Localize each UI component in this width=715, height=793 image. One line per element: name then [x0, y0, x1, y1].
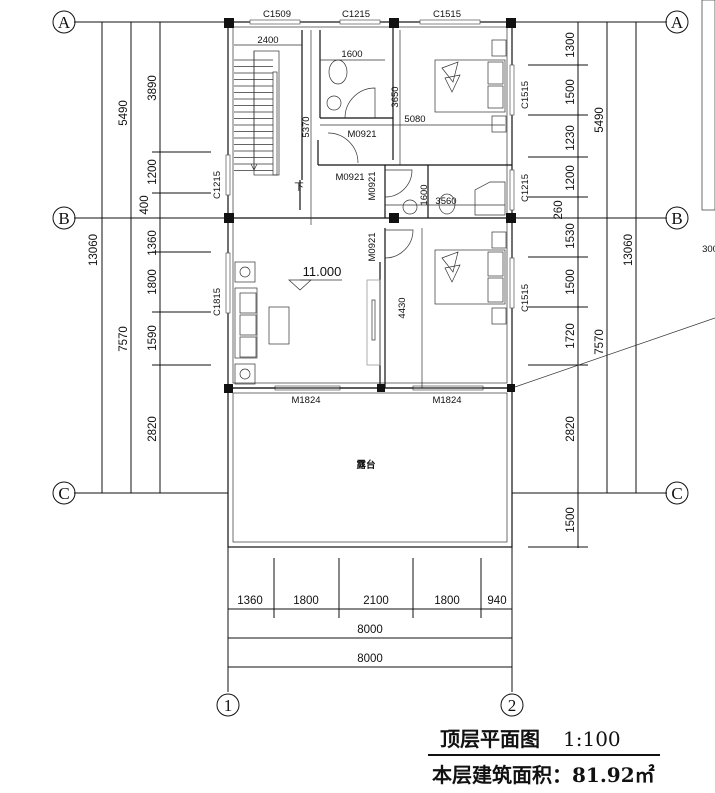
- dim-left-400: 400: [139, 195, 151, 214]
- window-label-c1515-top: C1515: [433, 9, 461, 20]
- dim-left-1360: 1360: [147, 230, 159, 256]
- bed-1: [434, 39, 507, 133]
- door-label-bed2: M0921: [367, 232, 378, 261]
- dim-right-1300: 1300: [565, 32, 577, 58]
- elevation-label: 11.000: [303, 264, 342, 279]
- axis-bubble-2: 2: [500, 693, 524, 717]
- stair-down-label: 下: [294, 182, 304, 193]
- dim-right-1530: 1530: [565, 223, 577, 249]
- bottom-dimension-lines: [228, 558, 512, 668]
- dim-bottom-1360: 1360: [237, 595, 263, 607]
- door-label-stair: M0921: [335, 172, 364, 183]
- drawing-title: 顶层平面图: [440, 727, 540, 751]
- axis-lines: [74, 21, 667, 692]
- axis-bubble-1: 1: [216, 693, 240, 717]
- dim-right-1230: 1230: [565, 125, 577, 151]
- dim-left-1590: 1590: [147, 325, 159, 351]
- svg-text:2: 2: [508, 696, 517, 715]
- dim-right-1500-c: 1500: [565, 507, 577, 533]
- drawing-scale: 1:100: [563, 727, 621, 751]
- dim-bed2-depth: 4430: [397, 297, 408, 318]
- living-furniture: [234, 261, 381, 385]
- staircase: [234, 50, 280, 176]
- bath-fixtures: [326, 59, 506, 216]
- terrace: [227, 387, 513, 548]
- dim-bottom-8000-total: 8000: [357, 653, 383, 665]
- window-label-c1215-right: C1215: [520, 174, 531, 202]
- svg-text:B: B: [58, 209, 69, 228]
- columns: [224, 18, 516, 393]
- dim-left-5490: 5490: [118, 100, 130, 126]
- dim-left-3890: 3890: [147, 75, 159, 101]
- dim-right-1500: 1500: [565, 79, 577, 105]
- terrace-label: 露台: [356, 459, 376, 471]
- axis-bubble-c-left: C: [52, 481, 76, 505]
- dim-right-300: 300: [702, 244, 715, 255]
- floor-area: 本层建筑面积：81.92㎡: [432, 763, 655, 787]
- dim-left-7570: 7570: [118, 326, 130, 352]
- dim-right-260: 260: [553, 200, 565, 219]
- dim-right-7570: 7570: [594, 329, 606, 355]
- dim-right-1200: 1200: [565, 165, 577, 191]
- doors: [327, 87, 414, 259]
- axis-bubble-b-right: B: [665, 206, 689, 230]
- svg-text:A: A: [671, 13, 684, 32]
- door-label-balcony-left: M1824: [291, 395, 320, 406]
- dim-bed1-depth: 3650: [390, 86, 401, 107]
- dim-bottom-1800-b: 1800: [434, 595, 460, 607]
- window-label-c1215-left: C1215: [212, 171, 223, 199]
- window-label-c1215-top: C1215: [342, 9, 370, 20]
- elevation-marker: [288, 279, 342, 291]
- window-label-c1509: C1509: [263, 9, 291, 20]
- dim-left-1200: 1200: [147, 159, 159, 185]
- dim-right-1500-b: 1500: [565, 269, 577, 295]
- svg-text:C: C: [671, 484, 682, 503]
- window-label-c1515-right-a: C1515: [520, 81, 531, 109]
- bed-2: [434, 231, 507, 325]
- door-label-bath1: M0921: [347, 129, 376, 140]
- axis-bubble-a-right: A: [665, 10, 689, 34]
- axis-bubble-b-left: B: [52, 206, 76, 230]
- dim-corridor-length: 5080: [404, 114, 425, 125]
- interior-dimension-lines: [234, 30, 505, 388]
- dim-bottom-2100: 2100: [363, 595, 389, 607]
- dim-stair-length: 5370: [301, 116, 312, 137]
- dim-bath1-width: 1600: [341, 49, 362, 60]
- dim-left-13060: 13060: [88, 234, 100, 266]
- dim-bottom-8000: 8000: [357, 624, 383, 636]
- left-dimension-lines: [101, 22, 211, 493]
- dim-right-1720: 1720: [565, 323, 577, 349]
- dim-left-1800: 1800: [147, 269, 159, 295]
- dim-bath2-depth: 1600: [419, 184, 430, 205]
- axis-bubble-c-right: C: [665, 481, 689, 505]
- door-label-bath2: M0921: [367, 171, 378, 200]
- dim-stair-width: 2400: [257, 35, 278, 46]
- right-dimension-lines: [511, 0, 715, 548]
- svg-text:1: 1: [224, 696, 233, 715]
- dim-bottom-940: 940: [487, 595, 506, 607]
- dim-bottom-1800: 1800: [293, 595, 319, 607]
- dim-left-2820: 2820: [147, 416, 159, 442]
- window-label-c1815: C1815: [212, 288, 223, 316]
- svg-text:B: B: [671, 209, 682, 228]
- dim-right-2820: 2820: [565, 416, 577, 442]
- dim-bath2-width: 3560: [435, 196, 456, 207]
- svg-text:A: A: [58, 13, 71, 32]
- dim-right-5490: 5490: [594, 107, 606, 133]
- door-label-balcony-right: M1824: [432, 395, 461, 406]
- axis-bubble-a-left: A: [52, 10, 76, 34]
- window-label-c1515-right-b: C1515: [520, 284, 531, 312]
- dim-right-13060: 13060: [623, 234, 635, 266]
- svg-text:C: C: [58, 484, 69, 503]
